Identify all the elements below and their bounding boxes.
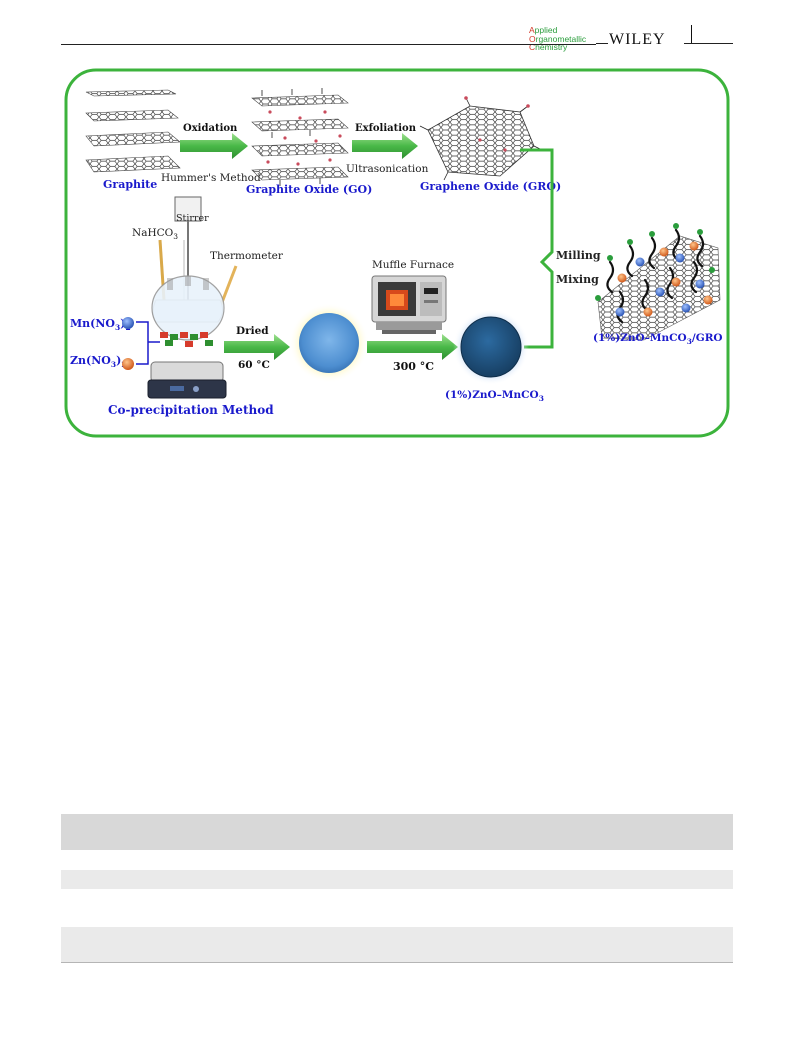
combine-bracket: [520, 148, 554, 349]
ultrasonication-label: Ultrasonication: [346, 163, 429, 175]
graphite-oxide-layers: [251, 88, 349, 186]
stirrer-label: Stirrer: [176, 213, 209, 224]
coprecipitation-label: Co-precipitation Method: [108, 403, 274, 417]
dried-label: Dried: [236, 325, 269, 337]
publisher-logo: WILEY: [596, 25, 733, 48]
oxidation-label: Oxidation: [183, 123, 238, 134]
oxidation-arrow: [180, 133, 248, 159]
calcination-arrow: [367, 334, 458, 360]
table-header-band: [61, 814, 733, 850]
temp-300-label: 300 °C: [393, 360, 434, 373]
precursor-bracket: [136, 321, 160, 365]
mixing-label: Mixing: [556, 273, 599, 286]
coprecipitation-reactor: Stirrer: [147, 196, 238, 399]
thermometer-label: Thermometer: [210, 250, 284, 262]
final-composite-illustration: [595, 223, 721, 341]
exfoliation-arrow: [352, 133, 418, 159]
milling-label: Milling: [556, 249, 601, 262]
exfoliation-label: Exfoliation: [355, 123, 417, 134]
table-row-band: [61, 870, 733, 889]
journal-logo: Applied Organometallic Chemistry: [529, 25, 587, 52]
graphite-oxide-label: Graphite Oxide (GO): [246, 183, 372, 196]
graphite-label: Graphite: [103, 178, 157, 191]
calcined-product-label: (1%)ZnO–MnCO3: [445, 389, 544, 403]
publisher-name: WILEY: [609, 31, 666, 48]
muffle-furnace: [371, 275, 447, 334]
temp-60-label: 60 °C: [238, 359, 270, 371]
table-row-band: [61, 927, 733, 962]
mn-nitrate-label: Mn(NO3)2: [70, 317, 131, 332]
drying-arrow: [224, 334, 290, 360]
table-bottom-rule: [61, 962, 733, 963]
nahco3-label: NaHCO3: [132, 227, 178, 241]
header-rule: [61, 44, 733, 45]
hummers-method-label: Hummer's Method: [161, 172, 261, 184]
graphene-oxide-sheet: [419, 96, 543, 181]
mn-sphere: [122, 317, 134, 329]
dried-precursor-bead: [299, 313, 359, 373]
calcined-product-bead: [460, 316, 522, 378]
zn-nitrate-label: Zn(NO3)2: [70, 354, 127, 369]
graphite-layers: [85, 89, 181, 173]
muffle-furnace-label: Muffle Furnace: [372, 259, 454, 271]
graphene-oxide-label: Graphene Oxide (GRO): [420, 180, 561, 193]
final-product-label: (1%)ZnO–MnCO3/GRO: [593, 332, 723, 346]
zn-sphere: [122, 358, 134, 370]
